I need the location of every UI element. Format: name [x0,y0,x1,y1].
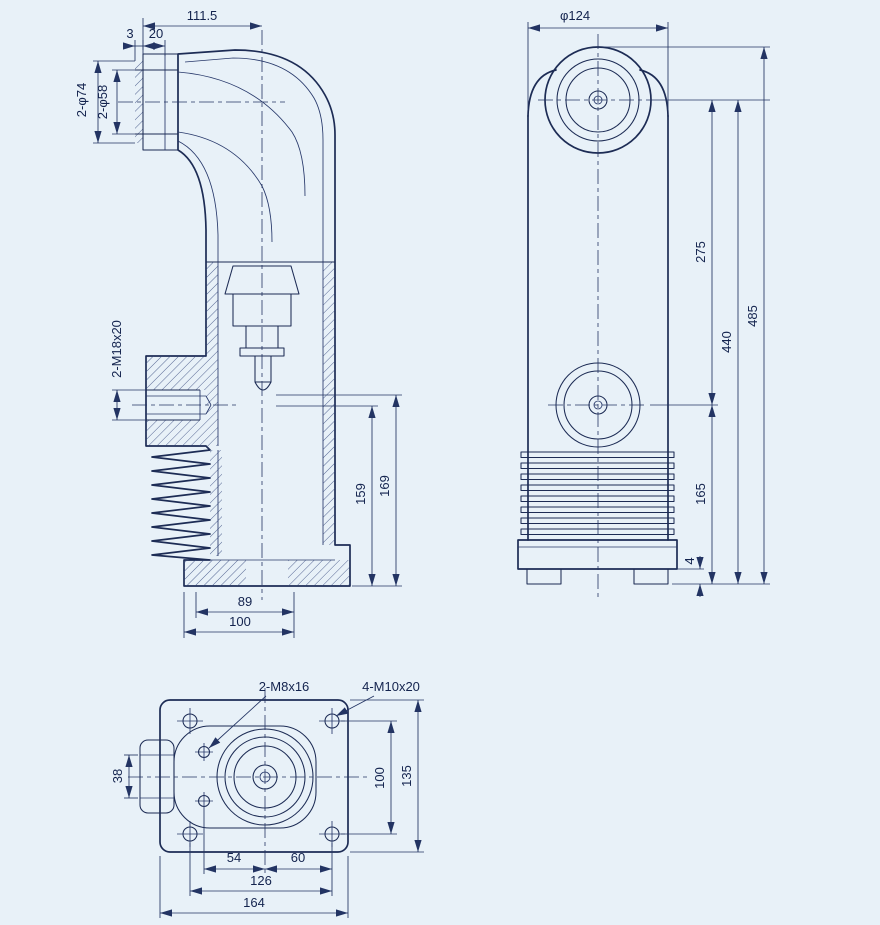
side-view-dimensions: 111.5 3 20 2-φ74 2-φ58 2-M18x20 [74,8,402,638]
dim-165-label: 165 [693,483,708,505]
label-4-m10x20: 4-M10x20 [362,679,420,694]
bottom-view-labels: 2-M8x16 4-M10x20 [208,679,420,749]
m10-hole-top-right [319,708,345,734]
m10-hole-top-left [177,708,203,734]
dim-4-label: 4 [682,557,697,564]
mounting-foot-left [526,568,562,585]
front-fins [520,451,675,536]
side-view: 111.5 3 20 2-φ74 2-φ58 2-M18x20 [74,8,402,638]
dim-3-label: 3 [126,26,133,41]
dim-89-label: 89 [238,594,252,609]
dim-169-label: 169 [377,475,392,497]
base-plate-outline [159,699,349,853]
dim-440-label: 440 [719,331,734,353]
bottom-view-geometry [128,688,368,874]
dim-100-vertical-label: 100 [372,767,387,789]
thread-m18-label: 2-M18x20 [109,320,124,378]
dim-135-label: 135 [399,765,414,787]
dim-111-5-label: 111.5 [187,8,218,23]
dim-275-label: 275 [693,241,708,263]
front-view: φ124 275 165 440 485 4 [517,8,770,598]
dim-159-label: 159 [353,483,368,505]
front-view-geometry [517,34,678,598]
label-2-m8x16: 2-M8x16 [259,679,310,694]
side-boss-bottom [139,739,175,814]
dim-54-label: 54 [227,850,241,865]
bottom-view: 2-M8x16 4-M10x20 38 100 135 54 [110,679,424,918]
dim-phi124-label: φ124 [560,8,590,23]
dim-2phi58-label: 2-φ58 [95,85,110,119]
dim-60-label: 60 [291,850,305,865]
side-view-geometry [118,30,351,600]
dim-2phi74-label: 2-φ74 [74,83,89,117]
bottom-view-dimensions: 38 100 135 54 60 126 164 [110,699,424,918]
m10-hole-bottom-right [319,821,345,847]
dim-164-label: 164 [243,895,265,910]
m8-hole-bottom [195,792,213,810]
front-view-dimensions: φ124 275 165 440 485 4 [527,8,770,597]
dim-20-label: 20 [149,26,163,41]
m10-hole-bottom-left [177,821,203,847]
dim-126-label: 126 [250,873,272,888]
cross-section-hatching [146,262,350,586]
m8-hole-top [195,743,213,761]
side-view-outline [145,49,351,587]
dim-485-label: 485 [745,305,760,327]
dim-100-label: 100 [229,614,251,629]
mounting-foot-right [633,568,669,585]
dim-38-label: 38 [110,769,125,783]
m18-tapped-hole [146,389,212,421]
base-flange [517,539,678,570]
